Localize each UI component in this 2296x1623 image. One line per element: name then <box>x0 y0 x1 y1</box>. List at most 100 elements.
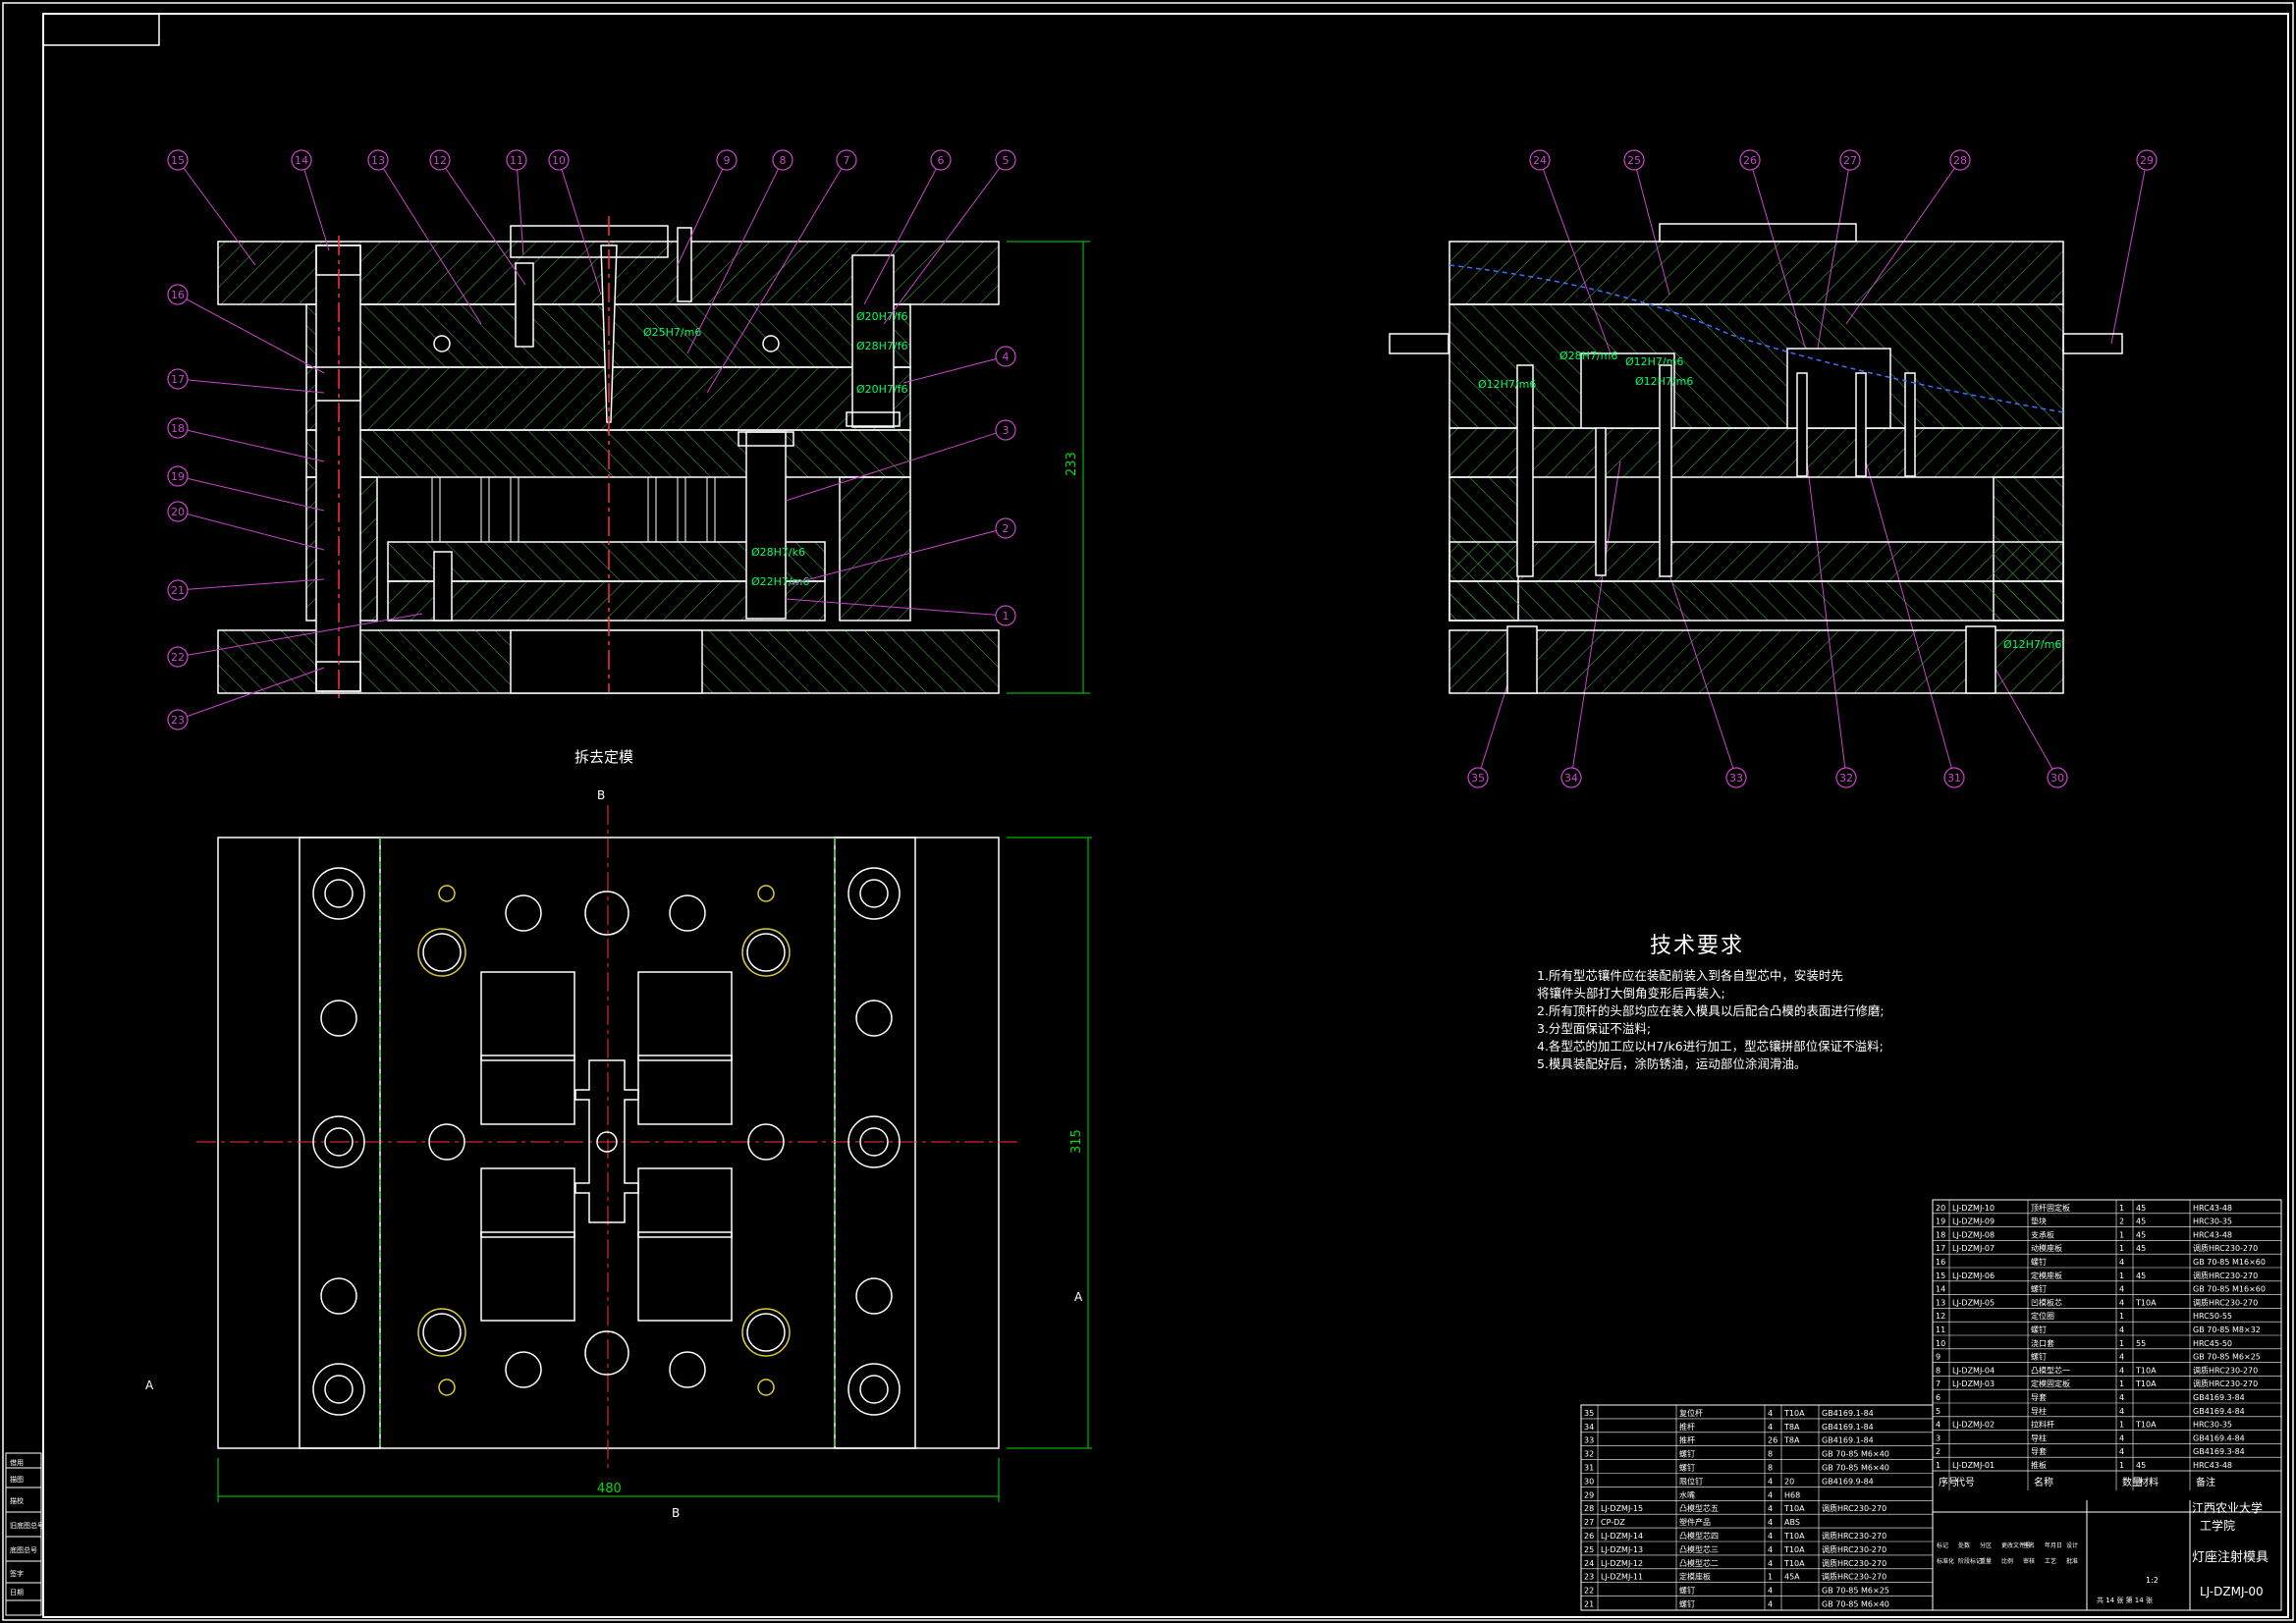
bom-cell: T10A <box>2135 1298 2157 1307</box>
balloon-number: 27 <box>1843 154 1857 167</box>
bom-cell: LJ-DZMJ-08 <box>1952 1230 1995 1239</box>
bom-cell: 螺钉 <box>1679 1449 1695 1459</box>
balloon-circle <box>1560 767 1582 788</box>
bom-cell: 35 <box>1584 1409 1594 1418</box>
bom-cell: 4 <box>1768 1532 1773 1541</box>
bom-cell: 调质HRC230-270 <box>1822 1558 1886 1568</box>
bom-cell: HRC43-48 <box>2193 1230 2232 1239</box>
bom-cell: 1 <box>2119 1339 2124 1348</box>
bom-cell: 25 <box>1584 1545 1594 1554</box>
section-caption: 拆去定模 <box>574 748 634 766</box>
bom-cell: GB4169.4-84 <box>2193 1434 2245 1442</box>
bom-cell: 12 <box>1936 1312 1945 1321</box>
balloon-circle <box>2047 767 2068 788</box>
bom-cell: 10 <box>1936 1339 1945 1348</box>
bom-cell: 30 <box>1584 1477 1594 1486</box>
bom-cell: 调质HRC230-270 <box>1822 1531 1886 1541</box>
bom-cell: 18 <box>1936 1230 1945 1239</box>
fit-callouts-left: Ø25H7/m6 Ø20H7/f6 Ø28H7/f6 Ø20H7/f6 Ø28H… <box>643 310 908 588</box>
balloon-circle <box>367 149 389 171</box>
bom-cell: 定模固定板 <box>2031 1379 2070 1388</box>
bom-cell: LJ-DZMJ-06 <box>1952 1271 1995 1280</box>
bom-cell: 1 <box>1936 1461 1941 1470</box>
balloon-leader <box>883 159 1007 325</box>
side-strip-label-0: 借用 <box>10 1458 24 1467</box>
bom-cell: 4 <box>2119 1298 2124 1307</box>
bom-cell: 垫块 <box>2031 1217 2047 1226</box>
bom-cell: 调质HRC230-270 <box>2193 1365 2258 1375</box>
balloon-number: 34 <box>1564 772 1578 784</box>
bom-cell: 1 <box>2119 1244 2124 1253</box>
bom-cell: LJ-DZMJ-03 <box>1952 1380 1995 1388</box>
balloon-number: 18 <box>171 422 185 435</box>
bom-cell: 8 <box>1768 1450 1773 1459</box>
balloon-circle <box>429 149 451 171</box>
balloon-circle <box>930 149 952 171</box>
bom-cell: T8A <box>1783 1423 1800 1432</box>
bom-cell: 1 <box>2119 1312 2124 1321</box>
balloon-circle <box>2136 149 2158 171</box>
bom-cell: 31 <box>1584 1464 1594 1473</box>
bom-cell: 11 <box>1936 1325 1945 1334</box>
bom-cell: 17 <box>1936 1244 1945 1253</box>
bom-cell: 4 <box>2119 1258 2124 1267</box>
fit-callout-6: Ø28H7/m6 <box>1559 350 1617 362</box>
bom-cell: 顶杆固定板 <box>2031 1203 2070 1213</box>
dim-plan-height-value: 315 <box>1069 1129 1084 1154</box>
fit-callout-0: Ø25H7/m6 <box>643 326 701 339</box>
balloon-number: 23 <box>171 714 185 727</box>
bom-cell: T10A <box>1783 1545 1805 1554</box>
balloon-circle <box>167 368 189 390</box>
bom-header-cell: 名称 <box>2034 1476 2053 1488</box>
balloon-leader <box>2110 159 2148 345</box>
balloon-leader <box>785 598 1007 617</box>
title-block-label: 处数 <box>1958 1542 1970 1549</box>
bom-cell: T10A <box>2135 1366 2157 1375</box>
bom-cell: GB 70-85 M8×32 <box>2193 1325 2261 1334</box>
balloon-number: 21 <box>171 584 185 597</box>
bom-cell: 复位杆 <box>1679 1408 1703 1418</box>
balloon-number: 29 <box>2140 154 2154 167</box>
bom-cell: 调质HRC230-270 <box>2193 1379 2258 1388</box>
title-drawing-name: 灯座注射模具 <box>2192 1549 2269 1565</box>
bom-cell: 45 <box>2136 1271 2146 1280</box>
bom-cell: LJ-DZMJ-15 <box>1601 1504 1643 1513</box>
bom-cell: 螺钉 <box>2031 1325 2047 1334</box>
balloon-leader <box>706 159 847 394</box>
bom-cell: 4 <box>1768 1559 1773 1568</box>
bom-cell: 1 <box>1768 1573 1773 1582</box>
bom-cell: 螺钉 <box>2031 1352 2047 1362</box>
fit-callout-4: Ø28H7/k6 <box>751 546 805 559</box>
balloon-leader <box>177 511 325 551</box>
bom-cell: 33 <box>1584 1436 1594 1445</box>
fit-callout-8: Ø12H7/m6 <box>1625 355 1683 368</box>
bom-cell: 支承板 <box>2031 1229 2054 1239</box>
title-block-label: 分区 <box>1980 1542 1992 1549</box>
bom-cell: GB 70-85 M6×25 <box>2193 1353 2261 1362</box>
balloon-number: 5 <box>1003 154 1010 167</box>
title-block-label: 设计 <box>2066 1542 2078 1549</box>
bom-cell: GB4169.1-84 <box>1822 1423 1874 1432</box>
fit-callout-7: Ø12H7/m6 <box>1478 378 1536 391</box>
bom-cell: 13 <box>1936 1298 1945 1307</box>
bom-cell: LJ-DZMJ-14 <box>1601 1532 1643 1541</box>
bom-cell: 水嘴 <box>1679 1489 1695 1499</box>
balloon-number: 15 <box>171 154 185 167</box>
title-block-label: 标准化 <box>1937 1557 1954 1565</box>
bom-cell: LJ-DZMJ-13 <box>1601 1545 1643 1554</box>
bom-cell: 8 <box>1768 1464 1773 1473</box>
bom-cell: 动模座板 <box>2031 1243 2062 1253</box>
bom-cell: T10A <box>1783 1559 1805 1568</box>
balloon-number: 26 <box>1743 154 1757 167</box>
bom-cell: 4 <box>1768 1600 1773 1609</box>
balloon-leader <box>558 159 602 296</box>
bom-cell: 2 <box>2119 1217 2124 1226</box>
bom-cell: 螺钉 <box>2031 1257 2047 1267</box>
bom-cell: 导套 <box>2031 1446 2047 1456</box>
balloon-number: 8 <box>780 154 787 167</box>
balloon-circle <box>1725 767 1747 788</box>
bom-cell: 8 <box>1936 1366 1941 1375</box>
bom-cell: 1 <box>2119 1204 2124 1213</box>
